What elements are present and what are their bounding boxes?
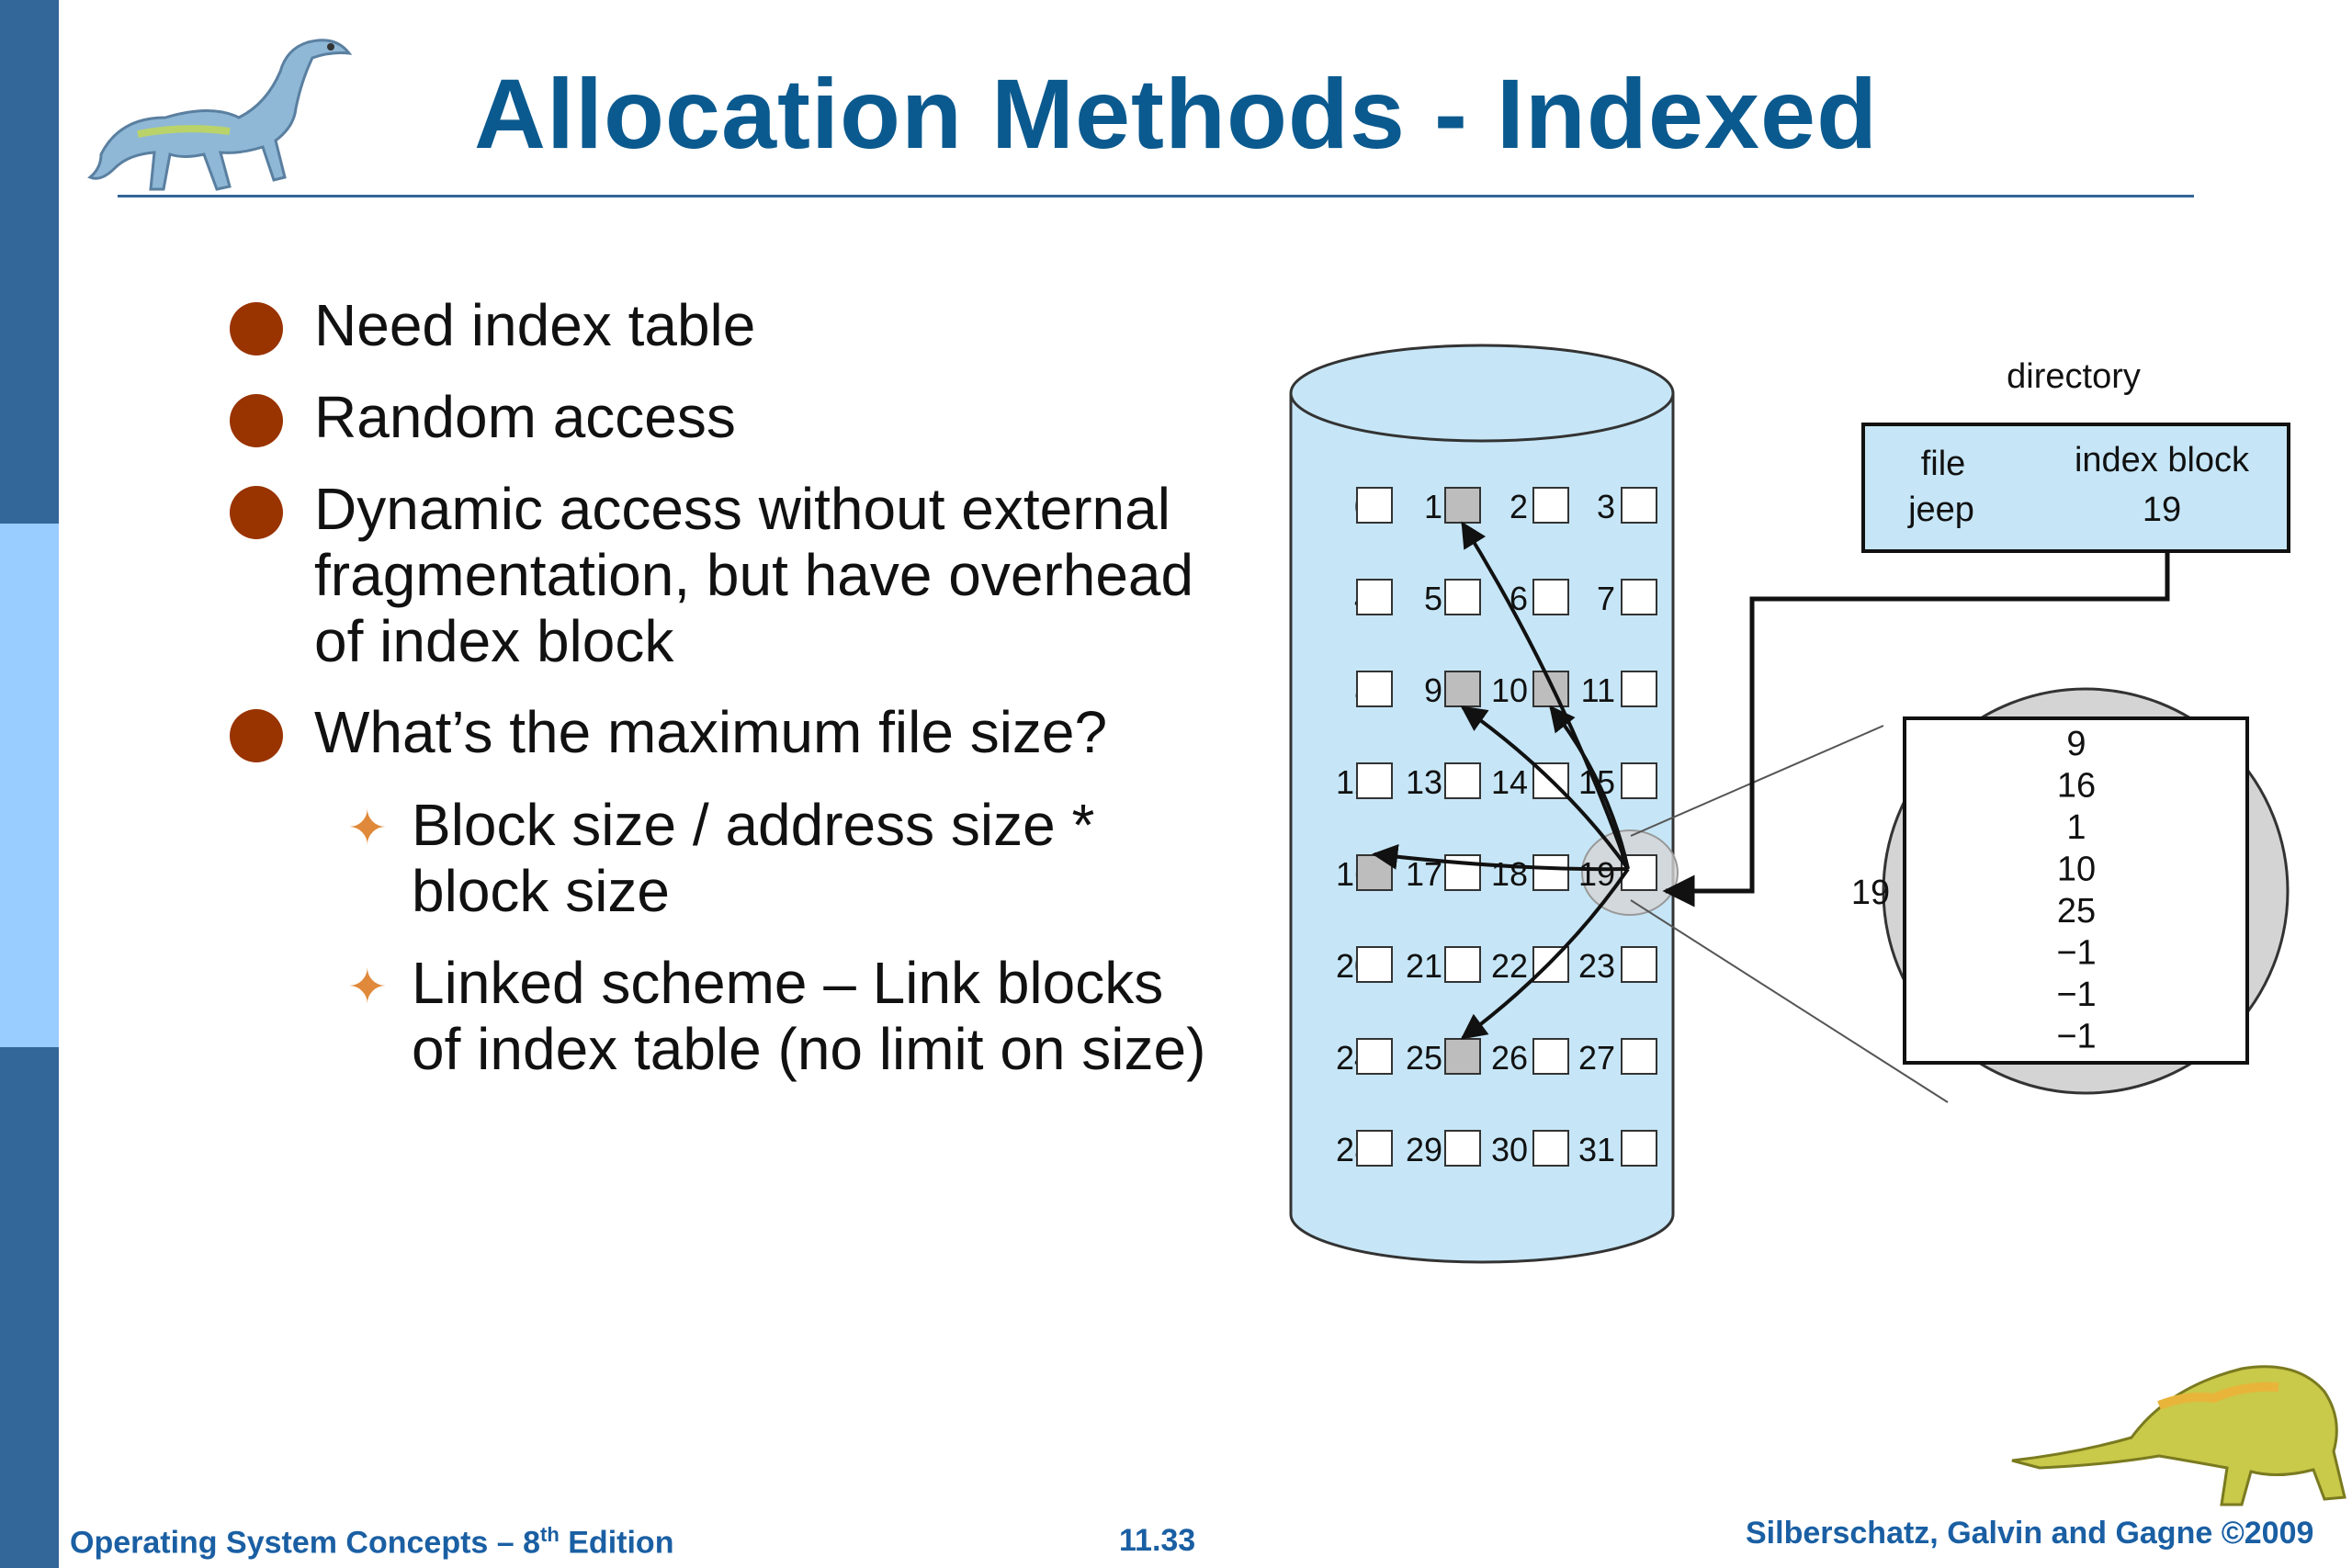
footer-page-number: 11.33 xyxy=(1119,1523,1196,1558)
free-block xyxy=(1356,946,1393,983)
sub-bullet-block-size: Block size / address size * block size xyxy=(412,792,1095,924)
block-label: 29 xyxy=(1406,1131,1442,1168)
dinosaur-logo-top xyxy=(87,39,353,191)
free-block xyxy=(1621,1038,1657,1075)
bullet-dot xyxy=(230,394,283,447)
block-label: 25 xyxy=(1406,1039,1442,1077)
free-block xyxy=(1532,854,1569,891)
block-label: 6 xyxy=(1510,580,1528,617)
block-label: 23 xyxy=(1578,947,1615,985)
free-block xyxy=(1532,487,1569,524)
block-label: 10 xyxy=(1491,671,1528,709)
bullet-max-file-size: What’s the maximum file size? xyxy=(314,699,1108,765)
directory-file-name: jeep xyxy=(1907,491,1974,529)
sub-bullet-star-icon: ✦ xyxy=(347,802,388,855)
free-block xyxy=(1356,1038,1393,1075)
directory-pointer-arrow xyxy=(1662,551,2170,908)
index-pointer-arrow xyxy=(1461,521,1630,870)
block-label: 1 xyxy=(1424,488,1442,525)
free-block xyxy=(1356,579,1393,615)
block-label: 13 xyxy=(1406,763,1442,801)
used-block xyxy=(1532,671,1569,707)
block-label: 18 xyxy=(1491,855,1528,893)
used-block xyxy=(1444,1038,1481,1075)
directory-index-value: 19 xyxy=(2143,491,2181,529)
block-label: 11 xyxy=(1581,671,1615,709)
block-grid: 0123456789101112131415161718192021222324… xyxy=(1336,487,1679,1168)
index-entry: 25 xyxy=(2057,892,2096,931)
free-block xyxy=(1356,487,1393,524)
free-block xyxy=(1621,1130,1657,1167)
index-entry: 9 xyxy=(2066,725,2086,763)
index-pointer-arrow xyxy=(1460,705,1630,871)
directory-col-index-block: index block xyxy=(2075,441,2250,479)
free-block xyxy=(1444,946,1481,983)
block-label: 31 xyxy=(1578,1131,1615,1168)
index-entry: −1 xyxy=(2056,934,2096,973)
used-block xyxy=(1444,671,1481,707)
free-block xyxy=(1444,762,1481,799)
block-label: 14 xyxy=(1491,763,1528,801)
dinosaur-logo-bottom xyxy=(2011,1365,2346,1506)
used-block xyxy=(1444,487,1481,524)
free-block xyxy=(1532,579,1569,615)
free-block xyxy=(1532,1038,1569,1075)
footer-authors: Silberschatz, Galvin and Gagne ©2009 xyxy=(1746,1516,2314,1551)
slide-title: Allocation Methods - Indexed xyxy=(473,58,1879,169)
index-pointer-arrow xyxy=(1372,843,1629,872)
sub-bullet-linked-scheme: Linked scheme – Link blocks of index tab… xyxy=(412,950,1206,1082)
free-block xyxy=(1532,946,1569,983)
footer-book-title: Operating System Concepts – 8th Edition xyxy=(70,1523,674,1561)
bullet-dot xyxy=(230,302,283,355)
bullet-dynamic-access: Dynamic access without external fragment… xyxy=(314,476,1194,674)
magnified-block-number: 19 xyxy=(1851,874,1890,912)
block-label: 30 xyxy=(1491,1131,1528,1168)
block-label: 21 xyxy=(1406,947,1442,985)
free-block xyxy=(1621,946,1657,983)
bullet-need-index-table: Need index table xyxy=(314,292,756,358)
sub-bullet-star-icon: ✦ xyxy=(347,961,388,1014)
index-entry: 1 xyxy=(2066,808,2086,847)
free-block xyxy=(1532,1130,1569,1167)
directory-label: directory xyxy=(2007,357,2141,396)
index-entry: −1 xyxy=(2056,976,2096,1014)
free-block xyxy=(1444,579,1481,615)
title-divider xyxy=(118,195,2194,197)
block-label: 3 xyxy=(1597,488,1615,525)
bullet-dot xyxy=(230,486,283,539)
indexed-allocation-diagram: 0123456789101112131415161718192021222324… xyxy=(1289,344,2290,1264)
block-label: 22 xyxy=(1491,947,1528,985)
index-entry: 16 xyxy=(2057,767,2096,806)
index-arrows xyxy=(1372,521,1630,1040)
block-label: 26 xyxy=(1491,1039,1528,1077)
free-block xyxy=(1356,671,1393,707)
free-block xyxy=(1621,762,1657,799)
disk-cylinder xyxy=(1289,344,1675,1264)
index-pointer-arrow xyxy=(1549,705,1630,870)
index-entry: −1 xyxy=(2056,1018,2096,1056)
free-block xyxy=(1356,1130,1393,1167)
sidebar-highlight xyxy=(0,524,59,1047)
block-label: 2 xyxy=(1510,488,1528,525)
free-block xyxy=(1621,487,1657,524)
directory-col-file: file xyxy=(1921,445,1966,483)
bullet-random-access: Random access xyxy=(314,384,736,450)
free-block xyxy=(1444,1130,1481,1167)
index-pointer-arrow xyxy=(1460,867,1630,1040)
index-block-table xyxy=(1903,716,2249,1065)
block-label: 19 xyxy=(1578,855,1615,893)
block-label: 27 xyxy=(1578,1039,1615,1077)
used-block xyxy=(1356,854,1393,891)
directory-table xyxy=(1861,423,2290,553)
free-block xyxy=(1621,579,1657,615)
block-label: 7 xyxy=(1597,580,1615,617)
block-label: 5 xyxy=(1424,580,1442,617)
block-label: 9 xyxy=(1424,671,1442,709)
free-block xyxy=(1621,671,1657,707)
index-entry: 10 xyxy=(2057,851,2096,889)
bullet-dot xyxy=(230,709,283,762)
free-block xyxy=(1356,762,1393,799)
